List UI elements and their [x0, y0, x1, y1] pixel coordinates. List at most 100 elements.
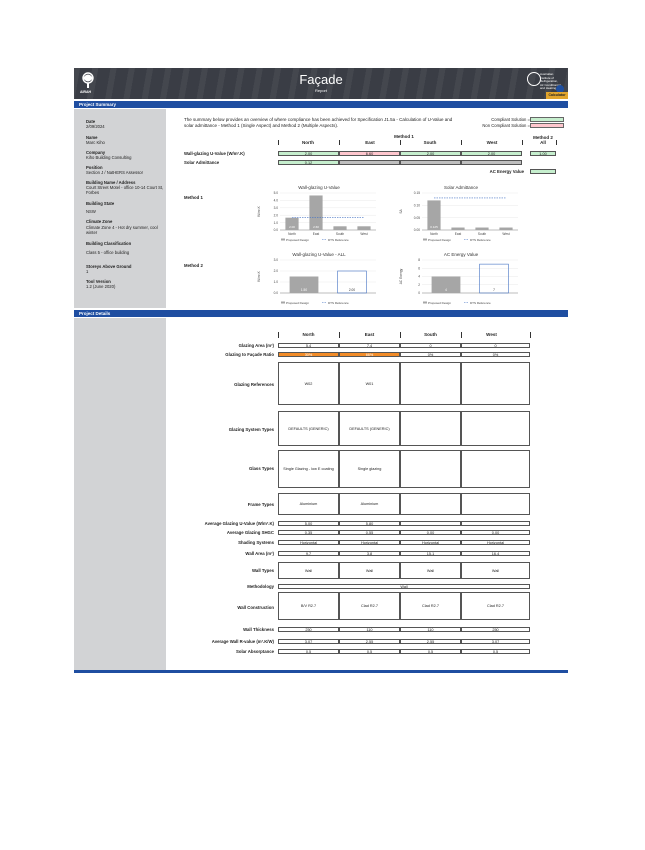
chart-bar: [451, 227, 465, 230]
ac-energy-method2: [530, 169, 556, 174]
chart-xtick: South: [478, 232, 487, 236]
chart-data-label: 1.50: [301, 288, 307, 292]
chart-xtick: North: [288, 232, 296, 236]
legend-proposed-swatch: [281, 301, 285, 304]
page-subtitle: Report: [314, 88, 327, 93]
header-logo-text: AIRAH: [80, 90, 92, 94]
glazing-area-west: 0: [461, 343, 530, 348]
chart-data-label: 4: [445, 288, 447, 292]
glass-types-south: [400, 450, 461, 488]
method2-all-header: All: [540, 140, 546, 145]
glazing-refs-east: W01: [339, 362, 400, 405]
wall-construction-east: Clad R2.7: [339, 592, 400, 620]
frame-types-south: [400, 493, 461, 515]
solar-row-label: Solar Admittance: [184, 160, 220, 165]
summary-divider: [522, 140, 523, 145]
legend-reference-label: DTS Reference: [328, 238, 349, 242]
institute-logo-icon: [527, 72, 541, 86]
project-details-bar: Project Details: [74, 310, 568, 317]
shading-north: Horizontal: [278, 540, 339, 545]
avg-wall-r-west: 3.07: [461, 639, 530, 644]
glazing-refs-north: W02: [278, 362, 339, 405]
glazing-refs-label: Glazing References: [234, 382, 274, 387]
methodology-label: Methodology: [247, 584, 274, 589]
report-header: AIRAH Façade Report Australian Institute…: [74, 68, 568, 99]
solar-north: 0.12: [278, 160, 339, 165]
avg-u-south: [400, 521, 461, 526]
chart-uvalue-svg: Wall-glazing U-ValueW/m².K5.04.03.02.01.…: [257, 185, 376, 242]
frame-types-east: Aluminium: [339, 493, 400, 515]
chart-ytick: 3.0: [274, 258, 279, 262]
chart-title: AC Energy Value: [444, 252, 479, 257]
wall-construction-north: B/V R2.7: [278, 592, 339, 620]
wall-types-north: Wall: [278, 562, 339, 579]
details-divider: [461, 332, 462, 338]
chart-ylabel: W/m².K: [257, 205, 261, 216]
chart-ytick: 1.0: [274, 221, 279, 225]
uvalue-north: 2.00: [278, 151, 339, 156]
chart-data-label: 2.00: [349, 288, 355, 292]
details-divider: [530, 332, 531, 338]
wall-types-west: Wall: [461, 562, 530, 579]
chart-data-label: 2.00: [289, 225, 295, 229]
legend-proposed-swatch: [423, 238, 427, 241]
chart-xtick: South: [336, 232, 345, 236]
chart-bar: [285, 217, 299, 230]
uvalue-east: 6.60: [339, 151, 400, 156]
summary-divider: [339, 140, 340, 145]
legend-proposed-label: Proposed Design: [286, 301, 309, 305]
glazing-area-east: 7.4: [339, 343, 400, 348]
institute-logo-text: Australian Institute of Refrigeration, A…: [540, 72, 562, 90]
legend-reference-label: DTS Reference: [470, 238, 491, 242]
uvalue-west: 2.00: [461, 151, 522, 156]
chart-ytick: 6: [418, 266, 420, 270]
chart-ytick: 1.0: [274, 280, 279, 284]
solar-south: [400, 160, 461, 165]
method1-header: Method 1: [394, 134, 414, 139]
chart-title: Wall-glazing U-Value: [298, 185, 340, 190]
chart-bar: [357, 226, 371, 230]
frame-types-label: Frame Types: [247, 502, 274, 507]
avg-shgc-label: Average Glazing SHGC: [226, 530, 274, 535]
wall-construction-label: Wall Construction: [237, 605, 274, 610]
legend-proposed-label: Proposed Design: [428, 301, 451, 305]
details-col-west: West: [486, 332, 497, 337]
noncompliant-legend-label: Non Compliant Solution =: [482, 123, 530, 128]
solar-abs-west: 0.5: [461, 649, 530, 654]
wall-types-south: Wall: [400, 562, 461, 579]
wall-construction-west: Clad R2.7: [461, 592, 530, 620]
method2-header: Method 2: [533, 135, 553, 140]
legend-proposed-swatch: [281, 238, 285, 241]
glazing-system-west: [461, 411, 530, 446]
solar-abs-east: 0.5: [339, 649, 400, 654]
calculator-badge: Calculator: [546, 92, 568, 99]
chart-ytick: 2: [418, 283, 420, 287]
legend-proposed-swatch: [423, 301, 427, 304]
chart-xtick: East: [455, 232, 461, 236]
avg-wall-r-south: 2.55: [400, 639, 461, 644]
glazing-ratio-label: Glazing to Façade Ratio: [225, 352, 274, 357]
legend-reference-label: DTS Reference: [470, 301, 491, 305]
chart-ytick: 0: [418, 291, 420, 295]
chart-ylabel: AC Energy: [399, 268, 403, 284]
wall-area-south: 15.1: [400, 551, 461, 556]
wall-thickness-label: Wall Thickness: [243, 627, 274, 632]
glass-types-label: Glass Types: [249, 466, 274, 471]
frame-types-west: [461, 493, 530, 515]
summary-col-north: North: [302, 140, 314, 145]
uvalue-south: 2.00: [400, 151, 461, 156]
chart-data-label: 0.125: [430, 225, 438, 229]
glazing-system-north: DEFAULTS (GENERIC): [278, 411, 339, 446]
shading-label: Shading Systems: [238, 540, 274, 545]
chart-bar: [309, 195, 323, 230]
ac-energy-label: AC Energy Value: [489, 169, 524, 174]
methodology-value: Wall: [278, 584, 530, 589]
glazing-ratio-east: 66%: [339, 352, 400, 357]
